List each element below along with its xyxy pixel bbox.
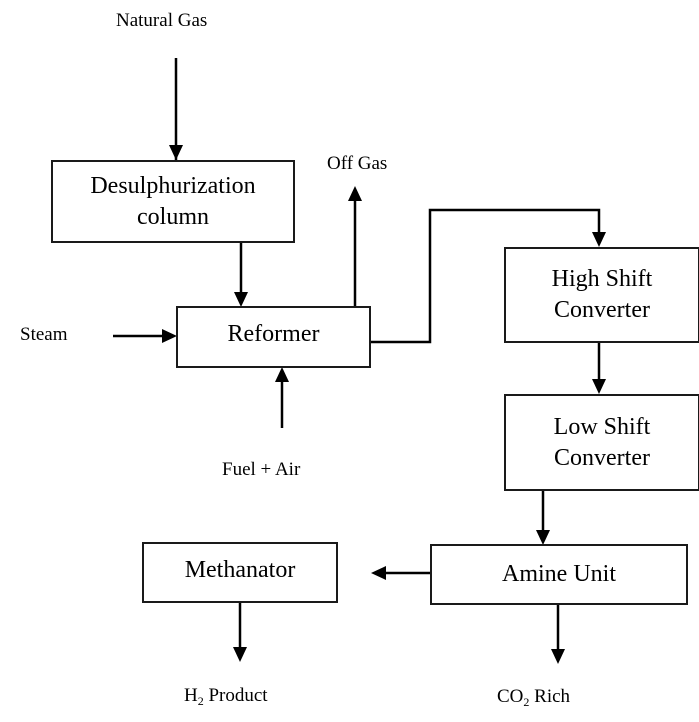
- h2-prefix: H: [184, 685, 198, 706]
- h2-subscript: 2: [197, 694, 204, 708]
- natural-gas-label: Natural Gas: [116, 10, 208, 31]
- node-label-line2: Converter: [554, 297, 650, 323]
- edge-reformer-to-hsc: [370, 208, 601, 344]
- methanator-node[interactable]: Methanator: [142, 542, 338, 603]
- desulphurization-column-node[interactable]: Desulphurization column: [51, 160, 295, 243]
- node-label-line1: High Shift: [551, 266, 653, 292]
- co2-prefix: CO: [497, 686, 524, 707]
- reformer-node[interactable]: Reformer: [176, 306, 371, 368]
- high-shift-converter-node[interactable]: High Shift Converter: [504, 247, 699, 343]
- arrowhead-desulph-reformer: [234, 292, 248, 307]
- arrowhead-fuel-air: [275, 367, 289, 382]
- h2-suffix: Product: [203, 685, 268, 706]
- node-label-line2: column: [137, 203, 209, 230]
- node-label: Reformer: [227, 320, 320, 347]
- node-label: Methanator: [184, 557, 296, 583]
- fuel-air-label: Fuel + Air: [222, 459, 301, 480]
- arrowhead-steam: [162, 329, 177, 343]
- arrowhead-co2: [551, 649, 565, 664]
- off-gas-label: Off Gas: [327, 153, 388, 174]
- h2-product-label: H2 Product: [184, 685, 268, 709]
- co2-rich-label: CO2 Rich: [497, 686, 570, 710]
- co2-suffix: Rich: [529, 686, 571, 707]
- arrowhead-natural-gas: [169, 145, 183, 160]
- node-label-line1: Low Shift: [553, 413, 651, 440]
- arrowhead-off-gas: [348, 186, 362, 201]
- steam-label: Steam: [20, 324, 68, 345]
- node-label-line1: Desulphurization: [90, 172, 256, 199]
- arrowhead-hsc: [592, 232, 606, 247]
- amine-unit-node[interactable]: Amine Unit: [430, 544, 688, 605]
- node-label: Amine Unit: [502, 561, 616, 587]
- arrowhead-h2: [233, 647, 247, 662]
- co2-subscript: 2: [523, 695, 530, 709]
- arrowhead-amine: [536, 530, 550, 545]
- arrowhead-lsc: [592, 379, 606, 394]
- low-shift-converter-node[interactable]: Low Shift Converter: [504, 394, 699, 491]
- arrowhead-methanator: [371, 566, 386, 580]
- node-label-line2: Converter: [554, 444, 650, 471]
